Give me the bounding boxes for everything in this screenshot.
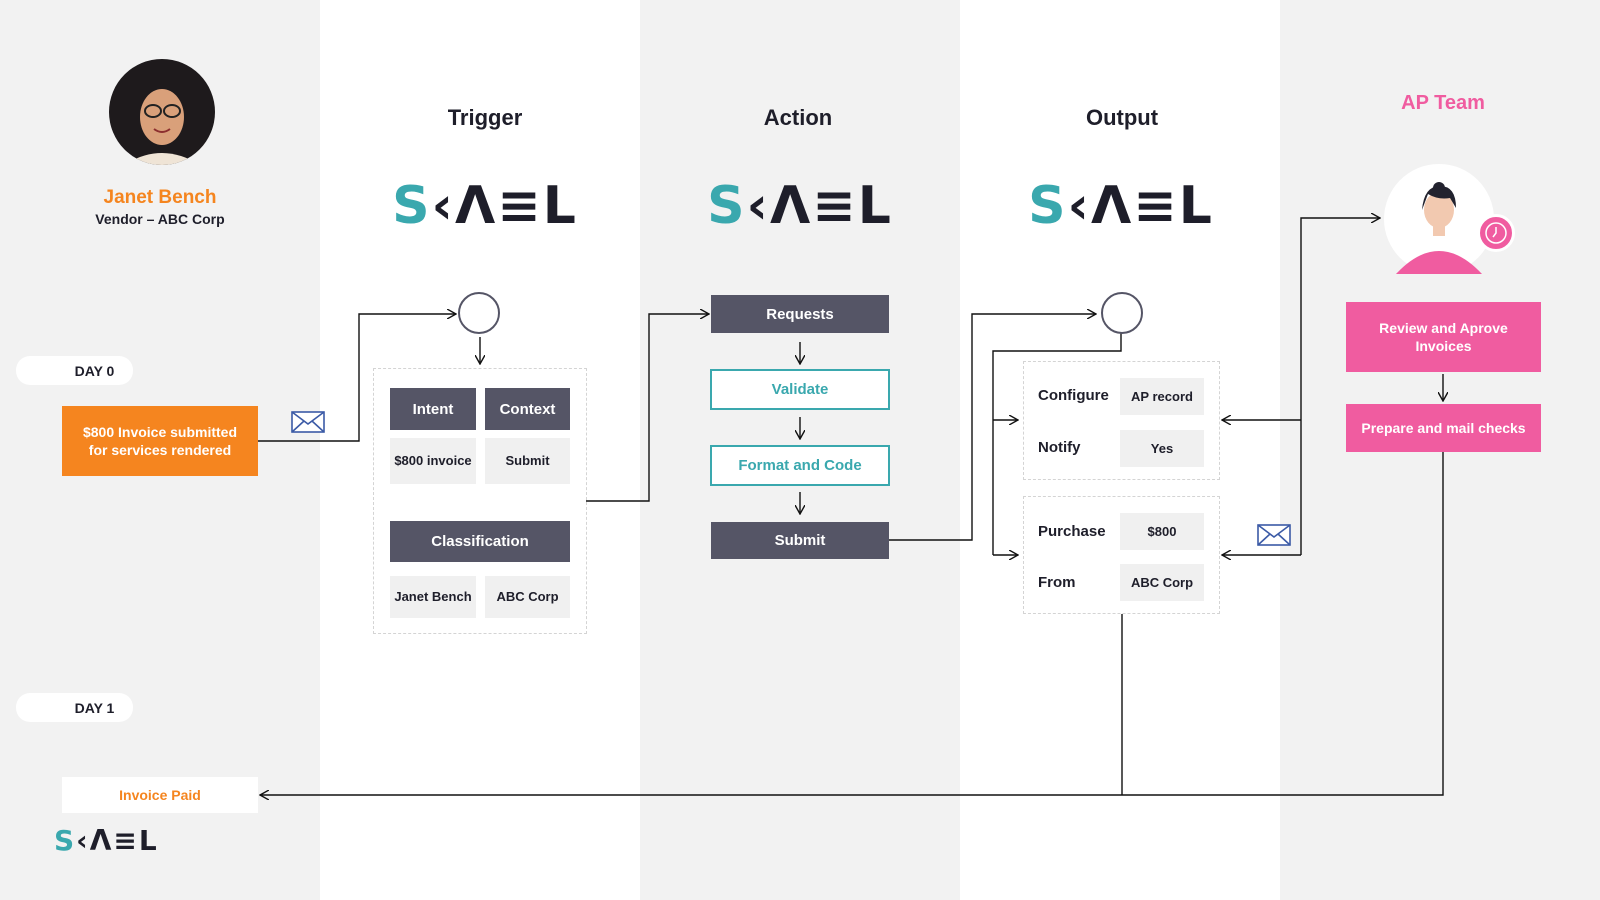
- invoice-paid-box: Invoice Paid: [62, 777, 258, 813]
- logo-rest: ‹Λ≡L: [76, 824, 159, 857]
- validate-step: Validate: [710, 369, 890, 410]
- ap-agent-icon: [1396, 182, 1482, 274]
- trigger-node: [458, 292, 500, 334]
- intent-header: Intent: [390, 388, 476, 430]
- context-value: Submit: [485, 438, 570, 484]
- classification-value-company: ABC Corp: [485, 576, 570, 618]
- logo-rest: ‹Λ≡L: [431, 176, 578, 236]
- notify-label: Notify: [1038, 439, 1081, 456]
- logo-s: S: [1028, 176, 1068, 236]
- skael-logo-trigger: S‹Λ≡L: [392, 176, 578, 236]
- vendor-avatar: [109, 59, 215, 165]
- output-heading: Output: [1085, 105, 1159, 130]
- day-0-badge: DAY 0: [16, 356, 133, 385]
- classification-value-name: Janet Bench: [390, 576, 476, 618]
- intent-value: $800 invoice: [390, 438, 476, 484]
- requests-step: Requests: [711, 295, 889, 333]
- configure-value: AP record: [1120, 378, 1204, 415]
- from-value: ABC Corp: [1120, 564, 1204, 601]
- output-node: [1101, 292, 1143, 334]
- logo-s: S: [707, 176, 747, 236]
- vendor-portrait-icon: [124, 89, 200, 165]
- day-0-label: DAY 0: [74, 362, 115, 379]
- prepare-mail-step: Prepare and mail checks: [1346, 404, 1541, 452]
- context-header: Context: [485, 388, 570, 430]
- invoice-submitted-box: $800 Invoice submitted for services rend…: [62, 406, 258, 476]
- vendor-name: Janet Bench: [103, 187, 217, 208]
- classification-header: Classification: [390, 521, 570, 562]
- email-icon: [291, 411, 325, 433]
- action-heading: Action: [763, 105, 833, 130]
- configure-label: Configure: [1038, 387, 1109, 404]
- purchase-value: $800: [1120, 513, 1204, 550]
- skael-logo-action: S‹Λ≡L: [707, 176, 893, 236]
- ap-team-heading: AP Team: [1401, 92, 1485, 114]
- clock-icon: [1477, 214, 1515, 252]
- day-1-label: DAY 1: [74, 699, 115, 716]
- review-approve-step: Review and Aprove Invoices: [1346, 302, 1541, 372]
- logo-s: S: [54, 824, 77, 857]
- output-purchase-panel: [1023, 496, 1220, 614]
- email-icon-output: [1257, 524, 1291, 546]
- skael-logo-small: S‹Λ≡L: [54, 826, 159, 856]
- purchase-label: Purchase: [1038, 523, 1106, 540]
- ap-team-avatar: [1384, 164, 1494, 274]
- from-label: From: [1038, 574, 1076, 591]
- vendor-role: Vendor – ABC Corp: [95, 211, 225, 227]
- trigger-panel: [373, 368, 587, 634]
- format-and-code-step: Format and Code: [710, 445, 890, 486]
- notify-value: Yes: [1120, 430, 1204, 467]
- logo-rest: ‹Λ≡L: [746, 176, 893, 236]
- output-config-panel: [1023, 361, 1220, 480]
- logo-rest: ‹Λ≡L: [1067, 176, 1214, 236]
- day-1-badge: DAY 1: [16, 693, 133, 722]
- skael-logo-output: S‹Λ≡L: [1028, 176, 1214, 236]
- logo-s: S: [392, 176, 432, 236]
- trigger-heading: Trigger: [447, 105, 523, 130]
- submit-step: Submit: [711, 522, 889, 559]
